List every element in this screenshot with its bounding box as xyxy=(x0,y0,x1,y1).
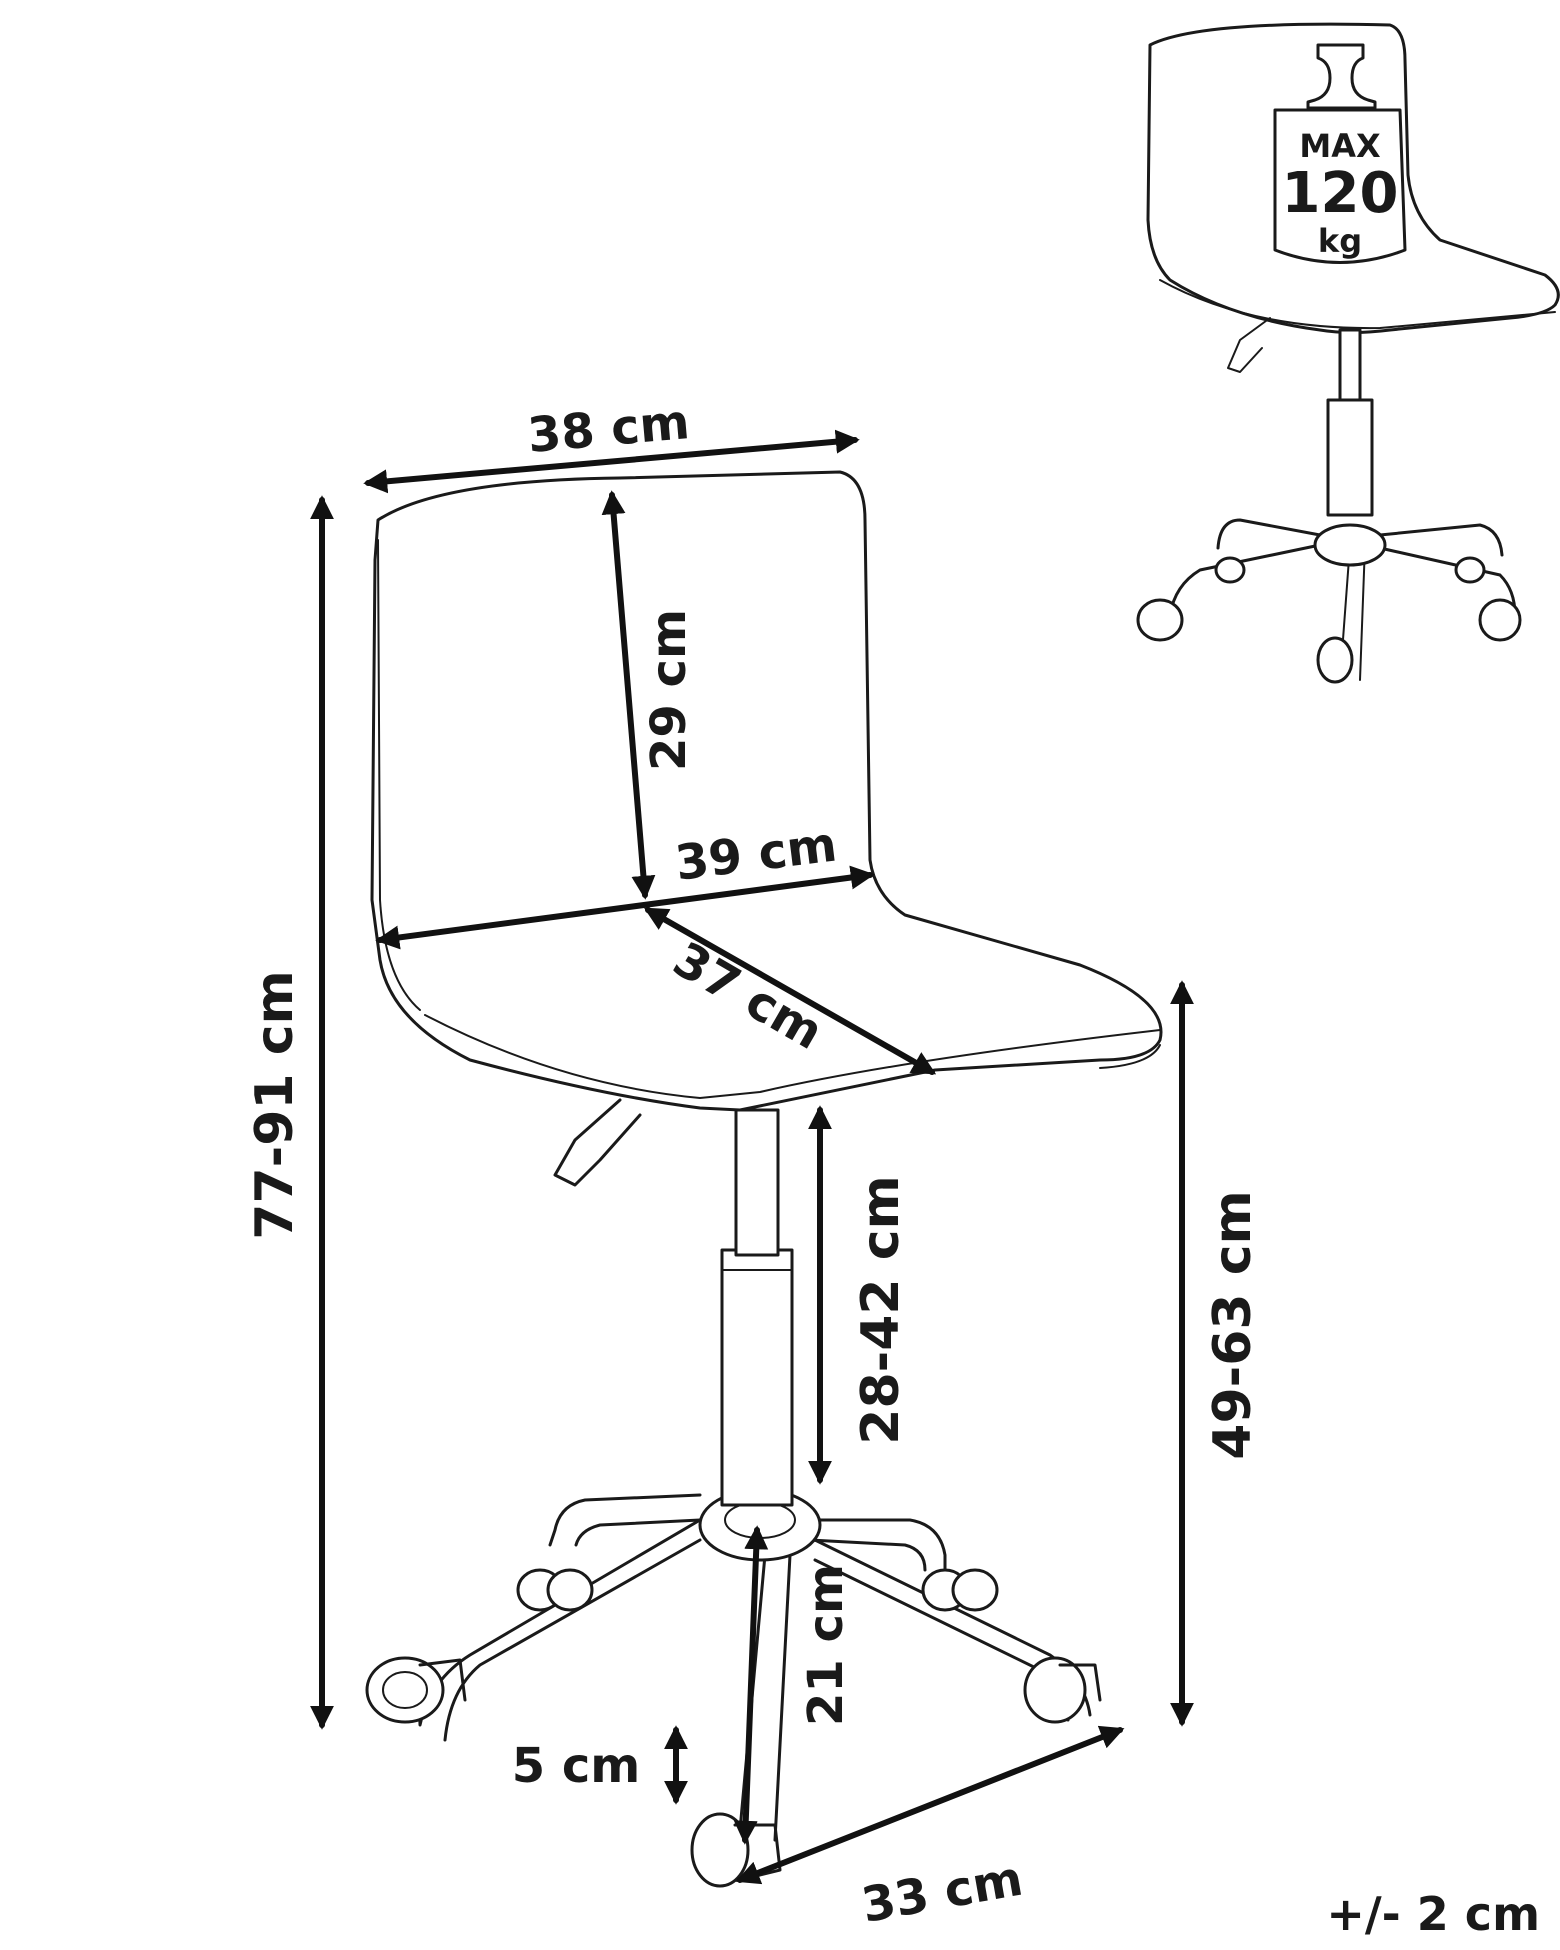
label-base-width: 33 cm xyxy=(858,1851,1027,1934)
label-overall-height: 77-91 cm xyxy=(245,970,305,1239)
label-backrest-height: 29 cm xyxy=(641,609,697,771)
dim-arrow-base-radius xyxy=(733,1525,769,1845)
weight-max-label: MAX xyxy=(1299,127,1381,165)
gas-column xyxy=(720,1108,794,1507)
weight-unit: kg xyxy=(1318,222,1362,260)
main-chair xyxy=(365,470,1163,1888)
weight-value: 120 xyxy=(1282,161,1399,226)
label-caster-height: 5 cm xyxy=(512,1738,641,1794)
height-lever xyxy=(553,1098,642,1187)
thumbnail-chair: MAX 120 kg xyxy=(1136,22,1560,684)
label-seat-back-width: 38 cm xyxy=(525,394,691,464)
label-seat-height: 49-63 cm xyxy=(1203,1190,1263,1459)
dim-arrow-backrest-height xyxy=(601,490,656,900)
dimension-arrows xyxy=(310,429,1194,1885)
dim-arrow-seat-depth xyxy=(643,907,937,1075)
dim-arrow-seat-width xyxy=(375,865,875,950)
label-column-height: 28-42 cm xyxy=(851,1175,911,1444)
chair-casters xyxy=(365,1568,1102,1888)
dim-arrow-seat-back-width xyxy=(363,429,860,494)
label-base-radius: 21 cm xyxy=(798,1564,854,1726)
dim-arrow-base-width xyxy=(735,1725,1125,1885)
weight-icon: MAX 120 kg xyxy=(1273,43,1407,264)
tolerance-note: +/- 2 cm xyxy=(1326,1887,1540,1941)
